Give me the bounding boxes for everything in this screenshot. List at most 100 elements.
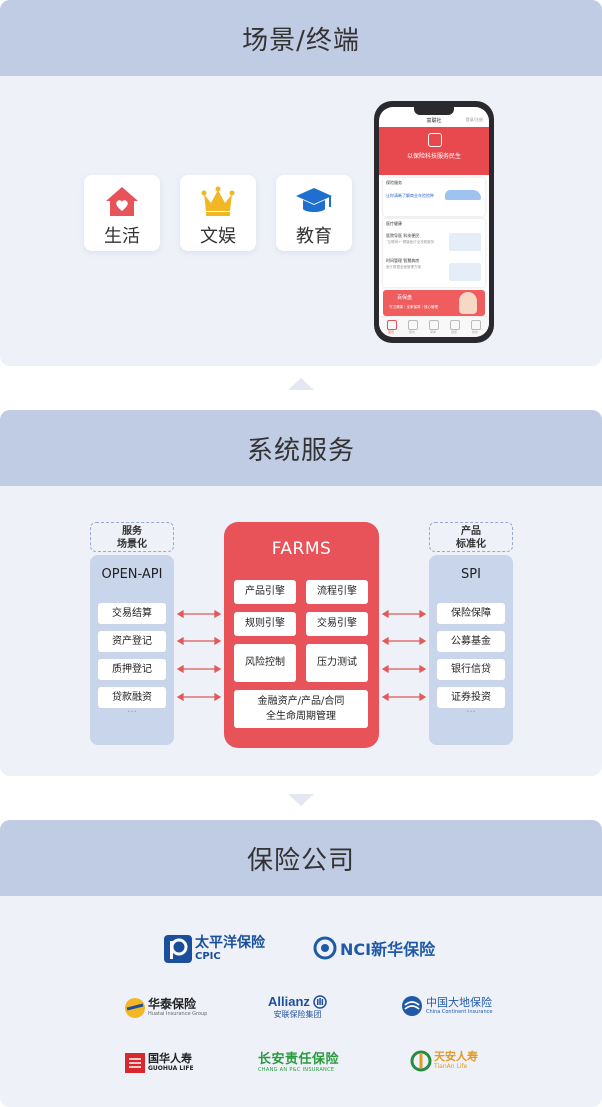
changan-sub: CHANG AN P&C INSURANCE — [258, 1067, 335, 1073]
open-api-column: OPEN-API 交易结算 资产登记 质押登记 贷款融资 ··· — [90, 555, 174, 745]
left-tag-line2: 场景化 — [117, 539, 147, 550]
allianz-name: Allianz — [268, 994, 310, 1009]
house-heart-icon — [106, 187, 138, 216]
double-arrow-icon — [381, 609, 427, 619]
insurers-panel: 保险公司 — [0, 820, 602, 1107]
nav-service-icon[interactable] — [408, 320, 418, 330]
nav-mine-icon[interactable] — [471, 320, 481, 330]
crown-icon — [201, 186, 235, 216]
dadi-sub: China Continent Insurance — [426, 1008, 493, 1015]
nav-health-icon[interactable] — [450, 320, 460, 330]
scene-title: 场景/终端 — [0, 0, 602, 76]
allianz-logo-icon — [313, 994, 327, 1009]
phone-bottom-nav: 首页 服务 保单 健康 我的 — [379, 316, 489, 337]
phone-card2-note: "互联网+"健康医疗全流程服务 — [386, 240, 435, 244]
nav-service-label: 服务 — [408, 330, 415, 334]
nav-mine-label: 我的 — [471, 330, 478, 334]
cpic-logo-icon — [164, 935, 192, 963]
flow-up-arrow-icon — [288, 378, 314, 390]
tile-entertainment[interactable]: 文娱 — [180, 175, 256, 251]
dadi-logo-icon — [402, 996, 422, 1016]
api-item-asset-registration[interactable]: 资产登记 — [98, 631, 166, 652]
farms-title: FARMS — [271, 539, 332, 559]
phone-notch — [414, 107, 454, 115]
nav-policy-icon[interactable] — [429, 320, 439, 330]
api-item-loan-financing[interactable]: 贷款融资 — [98, 687, 166, 708]
service-scenario-tag: 服务 场景化 — [90, 522, 174, 552]
double-arrow-icon — [176, 664, 222, 674]
logo-changan: 长安责任保险 CHANG AN P&C INSURANCE — [258, 1053, 339, 1074]
spi-item-bank-credit[interactable]: 银行信贷 — [437, 659, 505, 680]
phone-promo-sub: 守卫健康｜全家保障｜放心管理 — [389, 305, 438, 309]
logo-huatai: 华泰保险 Huatai Insurance Group — [124, 997, 207, 1019]
left-ellipsis: ··· — [127, 707, 137, 718]
double-arrow-icon — [176, 692, 222, 702]
double-arrow-icon — [381, 664, 427, 674]
logo-dadi: 中国大地保险 China Continent Insurance — [401, 995, 492, 1017]
phone-login-link[interactable]: 登录/注册 — [465, 117, 483, 122]
tianan-logo-icon — [410, 1050, 432, 1072]
tile-education[interactable]: 教育 — [276, 175, 352, 251]
engine-rule[interactable]: 规则引擎 — [234, 612, 296, 636]
right-connectors — [381, 609, 427, 702]
phone-banner — [379, 127, 489, 175]
right-tag-line2: 标准化 — [456, 539, 486, 550]
right-ellipsis: ··· — [466, 707, 476, 718]
doctor-illustration-icon — [449, 233, 481, 251]
car-icon — [445, 190, 481, 200]
lifecycle-management[interactable]: 金融资产/产品/合同 全生命周期管理 — [234, 690, 368, 728]
api-item-settlement[interactable]: 交易结算 — [98, 603, 166, 624]
phone-card-insurance[interactable]: 保险服务 让你清晰了解商业车险险种 — [383, 178, 485, 216]
phone-card2-sub: 医院导医 科技便民 — [386, 233, 420, 238]
phone-card-health[interactable]: 医疗健康 医院导医 科技便民 "互联网+"健康医疗全流程服务 时间管理 智慧病房… — [383, 219, 485, 287]
cpic-sub: CPIC — [195, 950, 221, 962]
double-arrow-icon — [381, 692, 427, 702]
tile-life-label: 生活 — [104, 226, 140, 247]
tianan-sub: TianAn Life — [434, 1063, 468, 1070]
dadi-name: 中国大地保险 — [426, 995, 492, 1009]
phone-badge-icon — [428, 133, 442, 147]
api-item-pledge-registration[interactable]: 质押登记 — [98, 659, 166, 680]
left-connectors — [176, 609, 222, 702]
services-title: 系统服务 — [0, 410, 602, 486]
spi-item-public-fund[interactable]: 公募基金 — [437, 631, 505, 652]
logo-allianz: Allianz 安联保险集团 — [268, 994, 327, 1020]
double-arrow-icon — [176, 636, 222, 646]
double-arrow-icon — [381, 636, 427, 646]
engine-process[interactable]: 流程引擎 — [306, 580, 368, 604]
spi-column: SPI 保险保障 公募基金 银行信贷 证券投资 ··· — [429, 555, 513, 745]
guohua-name: 国华人寿 — [148, 1052, 192, 1065]
tile-life[interactable]: 生活 — [84, 175, 160, 251]
engine-stress-test[interactable]: 压力测试 — [306, 644, 368, 682]
huatai-logo-icon — [125, 998, 145, 1018]
huatai-sub: Huatai Insurance Group — [148, 1011, 208, 1017]
phone-card1-sub: 让你清晰了解商业车险险种 — [386, 193, 434, 198]
nci-logo-icon — [313, 936, 337, 960]
phone-card1-title: 保险服务 — [386, 180, 402, 185]
phone-card3-note: 医疗数据全面管理方案 — [386, 265, 421, 269]
nci-name: NCI新华保险 — [340, 940, 436, 959]
cpic-name: 太平洋保险 — [195, 934, 265, 951]
phone-promo[interactable]: 百保盘 守卫健康｜全家保障｜放心管理 — [383, 290, 485, 316]
phone-card2-title: 医疗健康 — [386, 221, 402, 226]
tile-education-label: 教育 — [296, 226, 332, 247]
engine-product[interactable]: 产品引擎 — [234, 580, 296, 604]
spi-item-securities[interactable]: 证券投资 — [437, 687, 505, 708]
guohua-logo-icon — [125, 1053, 145, 1073]
engine-risk-control[interactable]: 风险控制 — [234, 644, 296, 682]
huatai-name: 华泰保险 — [148, 997, 197, 1011]
insurers-title: 保险公司 — [0, 820, 602, 896]
phone-mockup: 富聪社 登录/注册 以保险科技服务民生 保险服务 让你清晰了解商业车险险种 医疗… — [374, 101, 494, 343]
engine-transaction[interactable]: 交易引擎 — [306, 612, 368, 636]
spi-item-insurance[interactable]: 保险保障 — [437, 603, 505, 624]
tile-entertainment-label: 文娱 — [200, 226, 236, 247]
nav-home-icon[interactable] — [387, 320, 397, 330]
nav-home-label: 首页 — [387, 330, 394, 334]
phone-slogan: 以保险科技服务民生 — [406, 153, 461, 160]
phone-app-title: 富聪社 — [426, 118, 442, 124]
allianz-sub: 安联保险集团 — [273, 1010, 322, 1019]
product-standard-tag: 产品 标准化 — [429, 522, 513, 552]
phone-card3-sub: 时间管理 智慧病房 — [386, 258, 420, 263]
flow-down-arrow-icon — [288, 794, 314, 806]
double-arrow-icon — [176, 609, 222, 619]
